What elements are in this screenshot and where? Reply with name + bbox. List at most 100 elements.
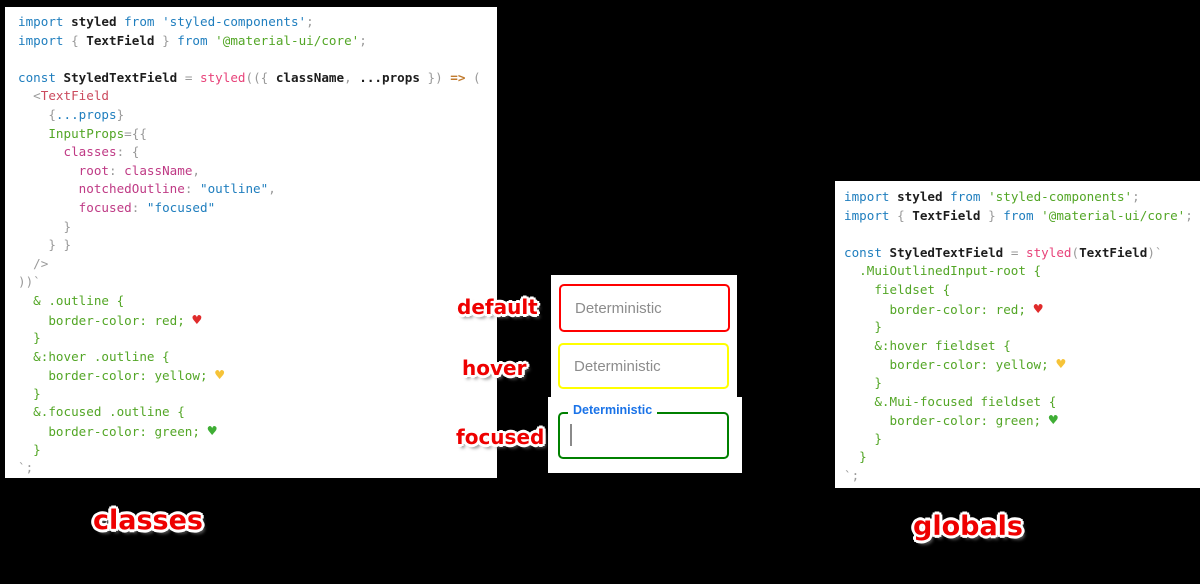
code-line: import styled from 'styled-components'; (18, 13, 497, 32)
code-token: : (109, 162, 125, 178)
code-token: import (844, 207, 890, 223)
heart-icon: ♥ (1048, 411, 1058, 430)
code-token: styled (1026, 244, 1072, 260)
code-token: &.focused .outline { (18, 404, 185, 420)
code-line: const StyledTextField = styled(({ classN… (18, 69, 497, 88)
code-token: } (18, 218, 72, 234)
code-line: } (18, 441, 497, 460)
code-token: TextField (1079, 244, 1148, 260)
code-line: border-color: green; ♥ (18, 422, 497, 441)
code-token: InputProps (18, 125, 125, 141)
right-code-block: import styled from 'styled-components';i… (844, 188, 1200, 486)
code-line: fieldset { (844, 281, 1200, 300)
code-token: `; (844, 467, 860, 483)
code-line: `; (844, 467, 1200, 486)
code-token: styled (889, 189, 943, 204)
left-code-block: import styled from 'styled-components';i… (18, 13, 497, 478)
code-token: = (177, 69, 200, 85)
textfield-hover[interactable] (558, 343, 729, 389)
code-token: StyledTextField (55, 69, 178, 85)
code-token: border-color: red; (844, 301, 1034, 317)
code-line: } (844, 430, 1200, 449)
code-line: root: className, (18, 162, 497, 181)
code-token: `; (18, 460, 34, 476)
code-line: } (18, 329, 497, 348)
code-token: { (63, 32, 79, 48)
code-token: { (889, 207, 905, 223)
code-line: import styled from 'styled-components'; (844, 188, 1200, 207)
code-line: } (844, 318, 1200, 337)
code-line: `; (18, 459, 497, 478)
code-line: border-color: red; ♥ (18, 311, 497, 330)
textfield-focused-floating-label: Deterministic (568, 403, 658, 418)
code-token: className (275, 69, 345, 85)
code-token: TextField (904, 207, 981, 223)
code-line (18, 50, 497, 69)
code-line: &.focused .outline { (18, 403, 497, 422)
code-token: ; (1132, 189, 1140, 204)
code-token: } (844, 319, 882, 335)
left-code-panel: import styled from 'styled-components';i… (5, 7, 497, 478)
code-line: } (18, 385, 497, 404)
code-token: < (18, 88, 41, 104)
code-token: className (124, 162, 193, 178)
code-token: border-color: yellow; (844, 357, 1057, 373)
code-token: const (18, 69, 56, 85)
code-line: } (844, 374, 1200, 393)
code-token: import (18, 14, 64, 29)
code-token: .MuiOutlinedInput-root { (844, 263, 1042, 279)
textfield-focused[interactable] (558, 412, 729, 459)
code-line: &.Mui-focused fieldset { (844, 393, 1200, 412)
code-token: /> (18, 255, 49, 271)
code-token: )` (1147, 244, 1163, 260)
code-token: ; (359, 32, 367, 48)
code-token: border-color: red; (18, 312, 193, 328)
code-token: = (1003, 244, 1026, 260)
code-line: import { TextField } from '@material-ui/… (844, 207, 1200, 226)
code-line: border-color: red; ♥ (844, 300, 1200, 319)
code-token: , (268, 181, 276, 197)
code-line: <TextField (18, 87, 497, 106)
right-code-panel: import styled from 'styled-components';i… (835, 181, 1200, 488)
code-token: from (169, 32, 208, 48)
code-token: import (844, 189, 890, 204)
code-token: border-color: yellow; (18, 368, 216, 384)
code-token: styled (200, 69, 246, 85)
code-token: } (154, 32, 170, 48)
code-token: border-color: green; (18, 424, 208, 440)
code-token: } (18, 330, 41, 346)
code-token: (({ (245, 69, 276, 85)
heart-icon: ♥ (1056, 355, 1066, 374)
code-token: from (942, 189, 981, 204)
code-token: : { (116, 144, 140, 160)
code-token: focused (18, 199, 132, 215)
code-line: ))` (18, 273, 497, 292)
code-line: InputProps={{ (18, 125, 497, 144)
code-token: "focused" (146, 199, 216, 215)
code-token: , (344, 69, 360, 85)
code-token: } (18, 385, 41, 401)
code-token: 'styled-components' (980, 189, 1133, 204)
code-token: => (450, 69, 466, 85)
code-token: "outline" (199, 181, 269, 197)
code-token: const (844, 244, 882, 260)
code-token: } (18, 441, 41, 457)
code-line: border-color: yellow; ♥ (18, 366, 497, 385)
code-line: } (18, 218, 497, 237)
code-line: &:hover .outline { (18, 348, 497, 367)
code-token: { (18, 106, 56, 122)
code-line: focused: "focused" (18, 199, 497, 218)
code-line (844, 225, 1200, 244)
code-token: ( (1071, 244, 1080, 260)
code-token: 'styled-components' (154, 14, 307, 29)
code-token: &.Mui-focused fieldset { (844, 393, 1057, 409)
code-token: import (18, 32, 64, 48)
code-token: notchedOutline (18, 181, 185, 197)
text-cursor (570, 424, 572, 446)
code-line: const StyledTextField = styled(TextField… (844, 244, 1200, 263)
heart-icon: ♥ (192, 310, 202, 329)
code-token: classes (18, 144, 117, 160)
textfield-default[interactable] (559, 284, 730, 332)
code-token: StyledTextField (881, 244, 1004, 260)
